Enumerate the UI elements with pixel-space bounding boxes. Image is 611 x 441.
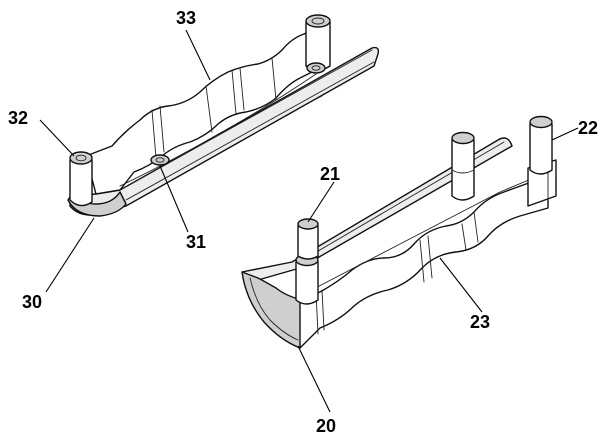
lower-bracket-floor-line (299, 171, 549, 297)
upper-bracket-left-post-top (69, 151, 93, 165)
upper-bracket-rib-5 (239, 67, 245, 111)
upper-bracket-hole-near-inner (155, 157, 165, 163)
label-20: 20 (316, 416, 336, 436)
lower-bracket-post-right (529, 123, 553, 175)
leader-20 (297, 345, 331, 413)
upper-bracket-hole-far (306, 62, 326, 74)
lower-bracket-post-front (295, 261, 319, 305)
upper-bracket-hole-far-inner (311, 65, 321, 71)
lower-bracket-post-mid-collar (451, 169, 475, 174)
label-21: 21 (320, 164, 340, 184)
lower-bracket-rim (241, 137, 513, 281)
lower-bracket-end-curve-inner (249, 277, 299, 341)
lower-bracket-rib-2 (321, 289, 325, 331)
upper-bracket-wavy-wall (85, 27, 317, 195)
upper-bracket-part (67, 14, 380, 217)
upper-bracket-far-post-top (305, 14, 331, 28)
lower-bracket-rib-3 (419, 239, 425, 283)
upper-bracket-left-post (69, 159, 93, 207)
leader-22 (551, 127, 579, 141)
leader-21 (307, 181, 335, 223)
leader-33 (185, 29, 211, 81)
lower-bracket-post-mid-top (451, 131, 475, 145)
lower-bracket-post-right-top (529, 115, 553, 129)
upper-bracket-hole-near (150, 154, 170, 166)
label-31: 31 (186, 232, 206, 252)
lower-bracket-post-back (297, 225, 319, 260)
upper-bracket-rib-4 (231, 69, 237, 115)
upper-bracket-rib-3 (205, 85, 213, 133)
label-23: 23 (470, 312, 490, 332)
lower-bracket-rib-6 (473, 211, 479, 243)
leader-23 (439, 257, 483, 313)
upper-bracket-rib-1 (151, 109, 157, 159)
lower-bracket-part (241, 115, 557, 349)
label-32: 32 (8, 108, 28, 128)
label-30: 30 (22, 292, 42, 312)
leader-30 (45, 217, 95, 293)
lower-bracket-rib-4 (427, 235, 433, 279)
upper-bracket-left-post-hole (75, 154, 87, 162)
lower-bracket-rib-5 (461, 223, 467, 251)
upper-bracket-flange-inner-edge (119, 49, 373, 191)
label-22: 22 (578, 118, 598, 138)
lower-bracket-post-mid (451, 139, 475, 201)
upper-bracket-flange-lower-edge (125, 61, 375, 201)
leader-31 (159, 165, 189, 233)
upper-bracket-rib-6 (271, 57, 277, 101)
lower-bracket-post-back-top (297, 218, 319, 230)
leader-32 (39, 119, 75, 157)
upper-bracket-floor-line (119, 73, 317, 187)
label-33: 33 (176, 8, 196, 28)
upper-bracket-far-post-hole (311, 17, 325, 25)
lower-bracket-wavy-wall (299, 175, 549, 349)
upper-bracket-notch (317, 95, 323, 99)
upper-bracket-rib-2 (159, 105, 165, 153)
